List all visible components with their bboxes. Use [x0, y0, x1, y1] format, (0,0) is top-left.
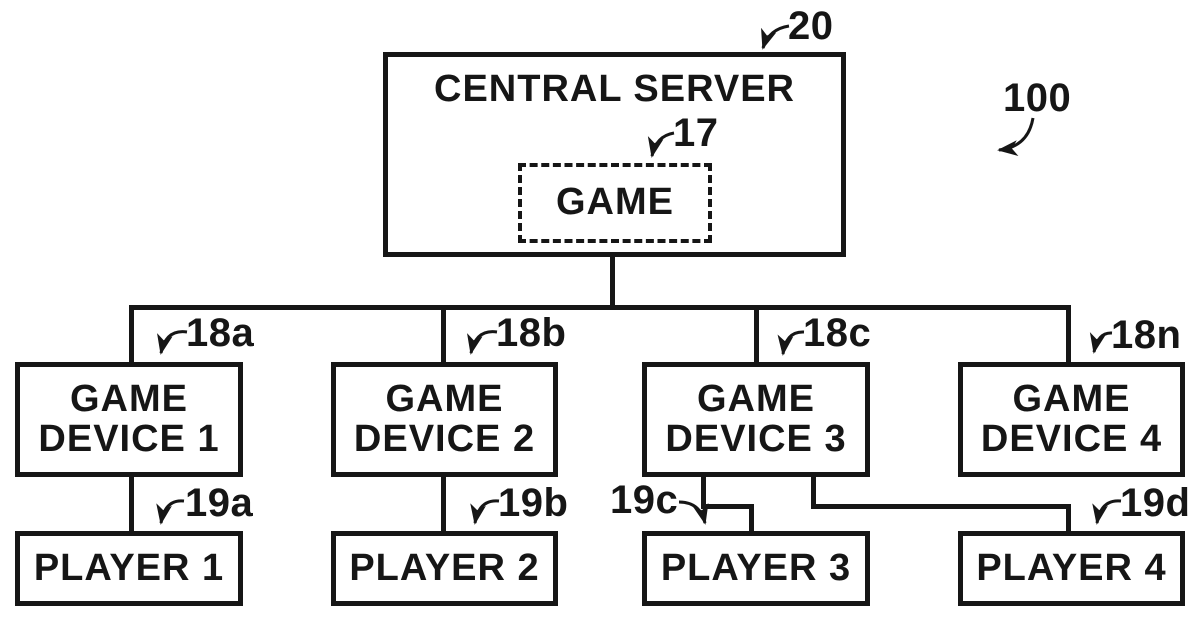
game-device-1-line2: DEVICE 1: [38, 417, 220, 460]
game-device-2-line2: DEVICE 2: [353, 417, 536, 460]
stub-line-device1: [129, 305, 134, 363]
game-module-label: GAME: [556, 181, 674, 224]
player-1-label: PLAYER 1: [33, 546, 225, 589]
game-device-4-line1: GAME: [1012, 377, 1131, 420]
leader-arrow-19a: [156, 499, 185, 525]
leader-arrow-18n: [1089, 331, 1113, 354]
player-4-box: PLAYER 4: [958, 531, 1185, 606]
player-3-box: PLAYER 3: [642, 531, 870, 606]
game-device-3-line1: GAME: [696, 377, 815, 420]
player-3-label: PLAYER 3: [660, 546, 852, 589]
ref-label-18b: 18b: [496, 311, 567, 355]
leader-arrow-18a: [157, 330, 188, 355]
stub-line-device3: [754, 305, 759, 363]
central-server-label: CENTRAL SERVER: [434, 68, 795, 110]
leader-arrow-20: [761, 24, 790, 50]
ref-label-19d: 19d: [1120, 481, 1191, 525]
player-2-label: PLAYER 2: [349, 546, 540, 589]
game-module-box: GAME: [518, 163, 712, 243]
leader-arrow-18c: [777, 330, 805, 356]
player-4-label: PLAYER 4: [976, 546, 1167, 589]
drop-line-player2: [441, 474, 446, 534]
long-line-player4-v2: [1066, 504, 1071, 534]
drop-line-player1: [129, 474, 134, 534]
game-device-4-box: GAME DEVICE 4: [958, 362, 1185, 477]
leader-arrow-100: [997, 117, 1035, 156]
ref-label-18c: 18c: [803, 311, 872, 355]
long-line-player4-v1: [811, 474, 816, 509]
ref-label-19a: 19a: [185, 481, 254, 525]
ref-label-19c: 19c: [610, 478, 679, 522]
game-device-3-box: GAME DEVICE 3: [642, 362, 870, 477]
jog-line-player3-v2: [749, 504, 754, 534]
game-device-1-line1: GAME: [69, 377, 188, 420]
ref-label-18n: 18n: [1111, 313, 1182, 357]
bus-line: [129, 305, 1071, 310]
game-device-4-line2: DEVICE 4: [980, 417, 1163, 460]
game-device-2-line1: GAME: [385, 377, 504, 420]
player-2-box: PLAYER 2: [331, 531, 558, 606]
leader-arrow-19b: [470, 499, 500, 525]
stub-line-device4: [1066, 305, 1071, 363]
game-device-3-line2: DEVICE 3: [665, 417, 847, 460]
player-1-box: PLAYER 1: [15, 531, 243, 606]
jog-line-player3-v1: [701, 474, 706, 509]
stub-line-device2: [441, 305, 446, 363]
server-drop-line: [610, 255, 615, 308]
ref-label-17: 17: [673, 111, 719, 155]
ref-label-100: 100: [1003, 76, 1072, 120]
long-line-player4-h: [811, 504, 1071, 509]
ref-label-18a: 18a: [186, 311, 255, 355]
ref-label-20: 20: [788, 4, 834, 48]
game-device-1-box: GAME DEVICE 1: [15, 362, 243, 477]
leader-arrow-18b: [467, 330, 498, 355]
ref-label-19b: 19b: [498, 481, 569, 525]
game-device-2-box: GAME DEVICE 2: [331, 362, 558, 477]
jog-line-player3-h: [701, 504, 754, 509]
leader-arrow-19d: [1092, 499, 1122, 525]
